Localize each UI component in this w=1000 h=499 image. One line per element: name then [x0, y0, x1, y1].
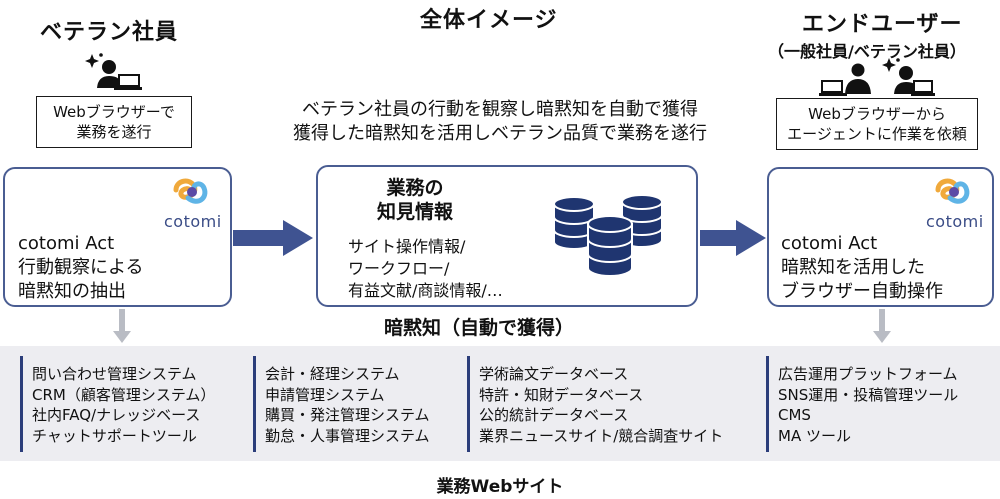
extraction-line2: 行動観察による [18, 257, 144, 278]
site-item: 問い合わせ管理システム [32, 365, 197, 383]
description-line2: 獲得した暗黙知を活用しベテラン品質で業務を遂行 [293, 123, 707, 144]
column-divider [766, 356, 769, 452]
site-item: 学術論文データベース [479, 365, 629, 383]
cotomi-logo-icon [935, 178, 970, 204]
flow-arrow-right-1 [233, 220, 313, 256]
enduser-box-line2: エージェントに作業を依頼 [787, 125, 967, 143]
site-item: CMS [778, 406, 811, 424]
knowledge-title: 業務の 知見情報 [377, 176, 453, 224]
web-sites-title: 業務Webサイト [436, 477, 564, 497]
cotomi-logo-text: cotomi [926, 212, 984, 231]
site-item: CRM（顧客管理システム） [32, 385, 216, 404]
veteran-box-line2: 業務を遂行 [76, 123, 152, 141]
knowledge-title-line2: 知見情報 [377, 201, 454, 223]
overview-description: ベテラン社員の行動を観察し暗黙知を自動で獲得 獲得した暗黙知を活用しベテラン品質… [256, 98, 744, 146]
description-line1: ベテラン社員の行動を観察し暗黙知を自動で獲得 [302, 99, 698, 120]
site-item: MA ツール [778, 426, 851, 445]
extraction-line3: 暗黙知の抽出 [18, 281, 126, 302]
site-item: 勤怠・人事管理システム [265, 426, 430, 445]
sites-column-backoffice: 会計・経理システム 申請管理システム 購買・発注管理システム 勤怠・人事管理シス… [253, 356, 453, 454]
site-item: 申請管理システム [265, 385, 385, 404]
knowledge-title-line1: 業務の [386, 177, 444, 199]
left-title: ベテラン社員 [40, 20, 179, 45]
column-divider [20, 356, 23, 452]
knowledge-item3: 有益文献/商談情報/… [348, 281, 503, 300]
extraction-line1: cotomi Act [18, 233, 115, 254]
automation-line3: ブラウザー自動操作 [781, 281, 943, 302]
automation-line1: cotomi Act [781, 233, 878, 254]
veteran-browser-box: Webブラウザーで 業務を遂行 [36, 96, 192, 148]
site-item: 購買・発注管理システム [265, 406, 430, 424]
database-icon [553, 194, 663, 277]
site-item: 特許・知財データベース [479, 385, 644, 404]
web-sites-panel [0, 346, 1000, 461]
site-item: SNS運用・投稿管理ツール [778, 385, 959, 404]
sites-column-research: 学術論文データベース 特許・知財データベース 公的統計データベース 業界ニュース… [467, 356, 747, 454]
automation-line2: 暗黙知を活用した [781, 257, 925, 278]
column-divider [467, 356, 470, 452]
down-arrow-left [113, 309, 131, 343]
end-users-icon [819, 58, 935, 96]
diagram-title: 全体イメージ [420, 8, 558, 33]
knowledge-item1: サイト操作情報/ [348, 237, 466, 256]
site-item: 広告運用プラットフォーム [778, 365, 958, 383]
tacit-knowledge-caption: 暗黙知（自動で獲得） [384, 317, 575, 339]
automation-card-text: cotomi Act 暗黙知を活用した ブラウザー自動操作 [781, 232, 943, 304]
knowledge-items: サイト操作情報/ ワークフロー/ 有益文献/商談情報/… [348, 236, 503, 302]
sites-column-marketing: 広告運用プラットフォーム SNS運用・投稿管理ツール CMS MA ツール [766, 356, 986, 454]
extraction-card-text: cotomi Act 行動観察による 暗黙知の抽出 [18, 232, 143, 304]
right-subtitle: （一般社員/ベテラン社員） [768, 42, 966, 61]
flow-arrow-right-2 [700, 220, 766, 256]
right-title: エンドユーザー [802, 12, 963, 37]
down-arrow-right [873, 309, 891, 343]
veteran-box-line1: Webブラウザーで [53, 103, 175, 121]
enduser-box-line1: Webブラウザーから [808, 105, 946, 123]
column-divider [253, 356, 256, 452]
site-item: 業界ニュースサイト/競合調査サイト [479, 426, 724, 445]
site-item: 会計・経理システム [265, 365, 400, 383]
veteran-employee-icon [85, 53, 142, 90]
sites-column-support: 問い合わせ管理システム CRM（顧客管理システム） 社内FAQ/ナレッジベース … [20, 356, 240, 454]
site-item: 公的統計データベース [479, 406, 629, 424]
cotomi-logo-text: cotomi [164, 212, 222, 231]
site-item: チャットサポートツール [32, 426, 197, 445]
cotomi-logo-icon [173, 178, 208, 204]
enduser-browser-box: Webブラウザーから エージェントに作業を依頼 [776, 98, 978, 150]
knowledge-item2: ワークフロー/ [348, 259, 450, 278]
site-item: 社内FAQ/ナレッジベース [32, 406, 201, 424]
